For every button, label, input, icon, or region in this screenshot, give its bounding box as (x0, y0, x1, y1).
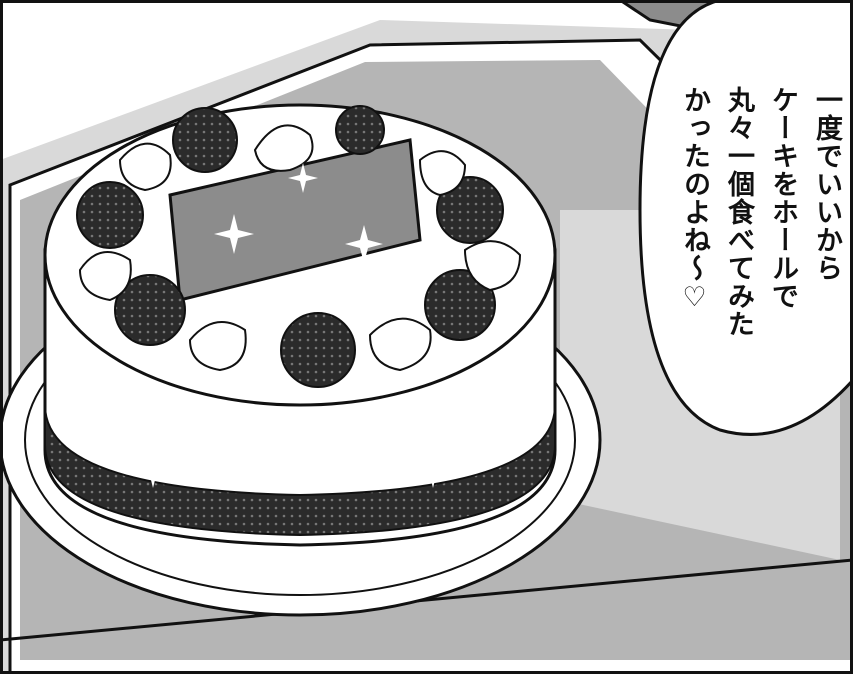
speech-bubble-text: 一度でいいから ケーキをホールで 丸々一個食べてみた かったのよね〜♡ (672, 86, 848, 386)
berry (76, 181, 144, 249)
speech-line-3: 丸々一個食べてみた (723, 86, 754, 338)
sparkle (418, 458, 448, 488)
sparkle (288, 163, 318, 193)
cake-filling-layer (44, 404, 556, 537)
cream-dollop (418, 150, 467, 197)
cream-dollops (78, 124, 522, 372)
speech-line-1: 一度でいいから (811, 86, 842, 282)
cream-dollop (78, 251, 132, 302)
sparkle (345, 225, 383, 263)
berry (280, 312, 356, 388)
sparkle (214, 214, 254, 254)
cream-dollop (118, 142, 172, 192)
speech-line-4: かったのよね〜♡ (679, 86, 710, 314)
sparkles (138, 163, 448, 488)
berry (114, 274, 186, 346)
cream-dollop (463, 240, 522, 292)
berries (76, 105, 504, 388)
berry (424, 269, 496, 341)
berry (436, 176, 504, 244)
berry (172, 107, 238, 173)
speech-line-2: ケーキをホールで (767, 86, 798, 310)
cream-dollop (253, 124, 314, 172)
chocolate-plaque (168, 138, 422, 302)
speech-bubble (638, 0, 853, 436)
cream-dollop (368, 317, 432, 372)
sparkle (138, 458, 168, 488)
cream-dollop (188, 321, 247, 372)
berry (335, 105, 385, 155)
